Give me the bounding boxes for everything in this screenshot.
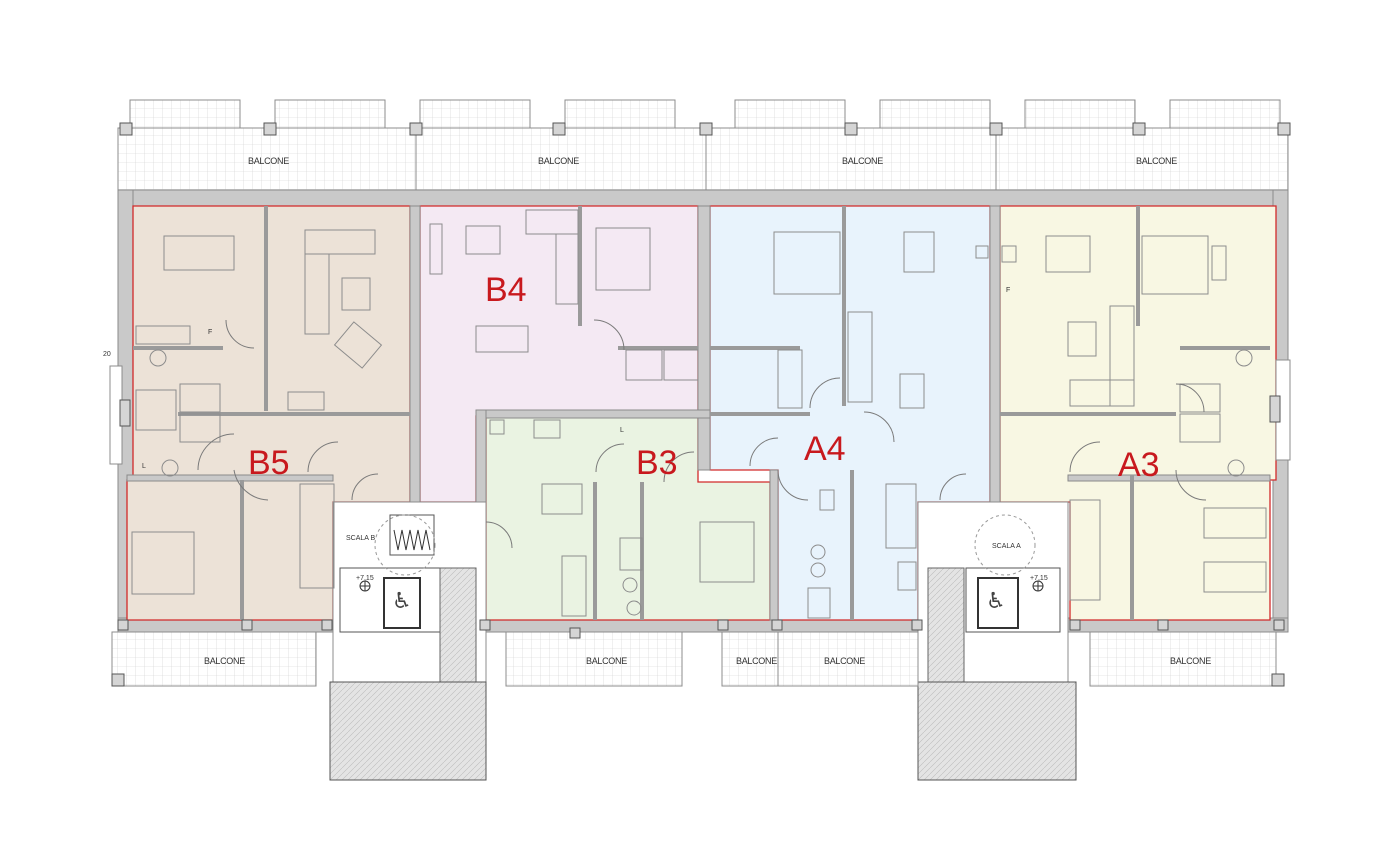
balcony-label: BALCONE: [204, 656, 245, 666]
top-balcony-strip: [117, 99, 1291, 191]
dimension-mark: 20: [103, 351, 111, 358]
balcony-label: BALCONE: [248, 156, 289, 166]
balcony-label: BALCONE: [586, 656, 627, 666]
balcony-label: BALCONE: [842, 156, 883, 166]
unit-label-b5[interactable]: B5: [248, 444, 290, 482]
unit-label-a4[interactable]: A4: [804, 430, 846, 468]
laundry-mark: L: [142, 463, 146, 470]
balcony-label: BALCONE: [538, 156, 579, 166]
wheelchair-icon: ♿: [392, 589, 412, 614]
furniture: [131, 209, 1267, 619]
kitchen-mark: F: [1006, 287, 1010, 294]
side-wall-pieces: [109, 359, 1291, 465]
balcony-label: BALCONE: [1136, 156, 1177, 166]
unit-label-b4[interactable]: B4: [485, 271, 527, 309]
bottom-balcony-strip: [111, 619, 1285, 687]
unit-label-b3[interactable]: B3: [636, 444, 678, 482]
entrance-canopies: [329, 681, 1077, 781]
level-label: +7,15: [1030, 575, 1048, 582]
balcony-label: BALCONE: [824, 656, 865, 666]
door-swings: [197, 319, 1207, 549]
wheelchair-icon: ♿: [986, 589, 1006, 614]
stair-label: SCALA B: [346, 535, 376, 542]
unit-label-a3[interactable]: A3: [1118, 446, 1160, 484]
kitchen-mark: F: [208, 329, 212, 336]
level-label: +7,15: [356, 575, 374, 582]
stair-core-a: [917, 501, 1069, 683]
laundry-mark: L: [620, 427, 624, 434]
balcony-label: BALCONE: [1170, 656, 1211, 666]
interior-walls: [126, 205, 1271, 621]
balcony-label: BALCONE: [736, 656, 777, 666]
stair-label: SCALA A: [992, 543, 1021, 550]
